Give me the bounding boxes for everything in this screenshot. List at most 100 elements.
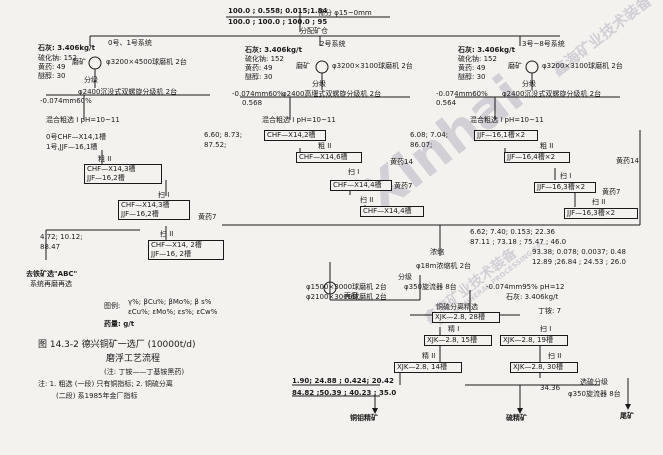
feed-values-2: 100.0 ; 100.0 ; 100.0 ; 95 bbox=[228, 18, 328, 26]
series-2-z: 醚醇: 30 bbox=[245, 73, 273, 81]
feed-bin: 分配矿仓 bbox=[300, 27, 328, 35]
regrind-stat1: 6.62; 7.40; 0.153; 22.36 bbox=[470, 228, 556, 236]
rougher-1-sweep2-cell-1: CHF—X14, 2槽 bbox=[151, 241, 202, 249]
regrind-mill1: φ1500×3000球磨机 2台 bbox=[306, 283, 387, 291]
rougher-3-sweep1-cell-1: JJF—16,3槽×2 bbox=[537, 183, 586, 191]
s-stat: 34.36 bbox=[540, 384, 561, 392]
left-note1: 去铁矿选"ABC" bbox=[26, 270, 78, 278]
series-1-cu: 硫化钠: 152 bbox=[38, 54, 77, 62]
regrind-thicken: 浓缩 bbox=[430, 248, 444, 256]
rougher-3-sweep1: 扫 I bbox=[560, 172, 572, 180]
cleaner-2-machine-text: XJK—2.8, 14槽 bbox=[397, 363, 447, 371]
caption-note2: (二段) 系1985年金厂指标 bbox=[56, 392, 138, 400]
series-2-y: 黄药: 49 bbox=[245, 64, 273, 72]
sweep-2-machine-text: XJK—2.8, 30槽 bbox=[513, 363, 563, 371]
series-2-mill-spec: φ3200×3100球磨机 2台 bbox=[332, 62, 413, 70]
regrind-mill2: φ2100×3000球磨机 2台 bbox=[306, 293, 387, 301]
rougher-2-sweep2-cell-1: CHF—X14,4槽 bbox=[363, 207, 412, 215]
series-3-fines: -0.074mm60% bbox=[436, 90, 488, 98]
rougher-2-sweep1: 扫 I bbox=[348, 168, 360, 176]
legend-line1: γ%; βCu%; βMo%; β s% bbox=[128, 298, 212, 306]
series-3-label: 3号~8号系统 bbox=[522, 40, 565, 48]
rougher-1-sweep1-cell-2: JJF—16,2槽 bbox=[121, 210, 159, 218]
rougher-2-reagent: 黄药14 bbox=[390, 158, 413, 166]
series-1-classify: 分级 bbox=[84, 76, 98, 84]
series-1-y: 黄药: 49 bbox=[38, 63, 66, 71]
sweep-2-label: 扫 II bbox=[548, 352, 562, 360]
rougher-3-sweep2-cells: JJF—16,3槽×2 bbox=[564, 208, 638, 219]
series-3-z: 醚醇: 30 bbox=[458, 73, 486, 81]
series-2-pct: 0.568 bbox=[242, 99, 263, 107]
series-1-fines: -0.074mm60% bbox=[40, 97, 92, 105]
legend-title: 图例: bbox=[104, 302, 121, 310]
rougher-1-machine2: 1号,JJF—16,1槽 bbox=[46, 143, 98, 151]
sweep-1-machine: XJK—2.8, 19槽 bbox=[500, 335, 568, 346]
legend-reagent: 药量: g/t bbox=[104, 320, 135, 328]
rougher-1-rough: 粗 II bbox=[98, 155, 112, 163]
rougher-1-cell-2: JJF—16,2槽 bbox=[87, 174, 125, 182]
regrind-fines: -0.074mm95% pH=12 bbox=[486, 283, 565, 291]
series-2-classify: 分级 bbox=[312, 80, 326, 88]
regrind-stat4: 12.89 ;26.84 ; 24.53 ; 26.0 bbox=[532, 258, 626, 266]
rougher-1-cell-1: CHF—X14,3槽 bbox=[87, 165, 136, 173]
series-3-classifier: φ2400沉没式双螺旋分级机 2台 bbox=[502, 90, 602, 98]
cleaner-2-label: 精 II bbox=[422, 352, 436, 360]
rougher-2-stat1: 6.08; 7.04; bbox=[410, 131, 449, 139]
regrind-lime: 石灰: 3.406kg/t bbox=[506, 293, 559, 301]
rougher-3-sweep1-cells: JJF—16,3槽×2 bbox=[534, 182, 596, 193]
rougher-3-cell-1: JJF—16,4槽×2 bbox=[507, 153, 556, 161]
rougher-3-title: 混合粗选 I pH=10~11 bbox=[470, 116, 544, 124]
rougher-1-sweep1: 扫 I bbox=[158, 191, 170, 199]
rougher-2-sweep1-cells: CHF—X14,4槽 bbox=[330, 180, 392, 191]
rougher-3-reagent: 黄药14 bbox=[616, 157, 639, 165]
series-1-mill: 磨矿 bbox=[72, 58, 86, 66]
series-3-ore: 石灰: 3.406kg/t bbox=[458, 46, 515, 54]
series-1-classifier: φ2400沉没式双螺旋分级机 2台 bbox=[78, 88, 178, 96]
s-classify: 选硫分级 bbox=[580, 378, 608, 386]
cleaner-1-label: 精 I bbox=[448, 325, 460, 333]
regrind-stat3: 93.38; 0.078; 0.0037; 0.48 bbox=[532, 248, 626, 256]
cu-stat2: 84.82 ;50.39 ; 40.23 ; 35.0 bbox=[292, 389, 397, 397]
rougher-2-machine: CHF—X14,2槽 bbox=[264, 130, 326, 141]
caption-note-ding: (注: 丁铵——丁基铵黑药) bbox=[104, 368, 185, 376]
left-note2: 系统再磨再选 bbox=[30, 280, 72, 288]
left-result-line1: 4.72; 10.12; bbox=[40, 233, 83, 241]
series-1-mill-spec: φ3200×4500球磨机 2台 bbox=[106, 58, 187, 66]
s-cyclone: φ350旋流器 8台 bbox=[568, 390, 621, 398]
cu-stat1: 1.90; 24.88 ; 0.424; 20.42 bbox=[292, 377, 394, 385]
rougher-2-cells: CHF—X14,6槽 bbox=[296, 152, 362, 163]
regrind-classify: 分级 bbox=[398, 273, 412, 281]
series-2-classifier: φ2400高堰式双螺旋分级机 2台 bbox=[282, 90, 382, 98]
rougher-1-cells: CHF—X14,3槽 JJF—16,2槽 bbox=[84, 164, 162, 184]
regrind-stat2: 87.11 ; 73.18 ; 75.47 ; 46.0 bbox=[470, 238, 567, 246]
rougher-1-sweep2-cells: CHF—X14, 2槽 JJF—16, 2槽 bbox=[148, 240, 224, 260]
sweep-1-label: 扫 I bbox=[540, 325, 552, 333]
sweep-1-machine-text: XJK—2.8, 19槽 bbox=[503, 336, 553, 344]
cleaner-1-machine-text: XJK—2.8, 15槽 bbox=[427, 336, 477, 344]
cleaner-2-machine: XJK—2.8, 14槽 bbox=[394, 362, 462, 373]
rougher-2-sweep1-cell-1: CHF—X14,4槽 bbox=[333, 181, 382, 189]
regrind-sep-machine-text: XJK—2.8, 28槽 bbox=[435, 313, 485, 321]
rougher-3-sweep2: 扫 II bbox=[592, 198, 606, 206]
tailing: 尾矿 bbox=[620, 412, 634, 420]
caption-subtitle: 磨浮工艺流程 bbox=[106, 354, 161, 364]
cleaner-1-machine: XJK—2.8, 15槽 bbox=[424, 335, 492, 346]
series-1-ore: 石灰: 3.406kg/t bbox=[38, 44, 95, 52]
caption-note1: 注: 1. 粗选 (一段) 只有铜指标; 2. 铜硫分离 bbox=[38, 380, 173, 388]
regrind-thickener: φ18m浓缩机 2台 bbox=[416, 262, 472, 270]
rougher-3-machine: JJF—16,1槽×2 bbox=[474, 130, 538, 141]
sweep-2-machine: XJK—2.8, 30槽 bbox=[510, 362, 578, 373]
rougher-1-sweep2: 扫 II bbox=[160, 230, 174, 238]
series-2-fines: -0.074mm60% bbox=[232, 90, 284, 98]
series-2-cu: 硫化钠: 152 bbox=[245, 55, 284, 63]
legend-line2: εCu%; εMo%; εs%; εCw% bbox=[128, 308, 218, 316]
series-2-label: 2号系统 bbox=[320, 40, 346, 48]
feed-screen: 筛分 φ15~0mm bbox=[318, 9, 372, 17]
regrind-sep-machine: XJK—2.8, 28槽 bbox=[432, 312, 500, 323]
rougher-1-sweep1-cells: CHF—X14,3槽 JJF—16,2槽 bbox=[118, 200, 190, 220]
rougher-2-title: 混合粗选 I pH=10~11 bbox=[262, 116, 336, 124]
rougher-2-sweep2: 扫 II bbox=[360, 196, 374, 204]
rougher-2-machine-text: CHF—X14,2槽 bbox=[267, 131, 316, 139]
series-3-pct: 0.564 bbox=[436, 99, 457, 107]
rougher-3-cells: JJF—16,4槽×2 bbox=[504, 152, 570, 163]
